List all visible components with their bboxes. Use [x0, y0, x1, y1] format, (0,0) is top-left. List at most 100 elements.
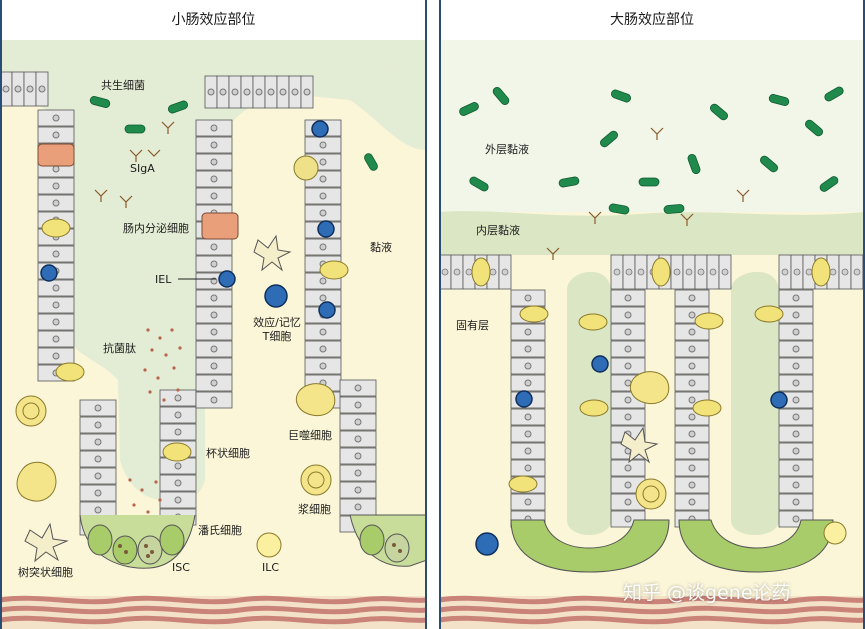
cell-nucleus — [792, 396, 800, 404]
label-paneth: 潘氏细胞 — [198, 524, 242, 537]
large-intestine-panel: 大肠效应部位 — [439, 0, 865, 629]
cell-nucleus — [210, 362, 218, 370]
crypt-walls — [510, 289, 814, 528]
cell-nucleus — [52, 301, 60, 309]
cell-nucleus — [52, 199, 60, 207]
cell-nucleus — [792, 413, 800, 421]
muscle-layer — [0, 595, 427, 629]
cell-nucleus — [624, 515, 632, 523]
cell-nucleus — [524, 345, 532, 353]
cell-nucleus — [210, 294, 218, 302]
cell-nucleus — [688, 362, 696, 370]
cell-nucleus — [52, 352, 60, 360]
cell-nucleus — [14, 85, 22, 93]
cell-nucleus — [673, 268, 681, 276]
inner-mucus-layer — [439, 211, 865, 255]
cell-nucleus — [267, 88, 275, 96]
label-effector-memory: 效应/记忆 — [253, 316, 301, 329]
cell-nucleus — [52, 318, 60, 326]
cell-nucleus — [688, 413, 696, 421]
small-intestine-title: 小肠效应部位 — [0, 0, 427, 41]
label-mucus: 黏液 — [370, 241, 392, 254]
crypt-base-right — [349, 514, 427, 567]
label-iel: IEL — [155, 273, 172, 286]
stem-cell — [87, 524, 113, 556]
cell-nucleus — [174, 462, 182, 470]
cell-nucleus — [441, 268, 449, 276]
watermark: 知乎 @谈gene论药 — [623, 582, 791, 604]
cell-nucleus — [174, 411, 182, 419]
siga-antibodies — [546, 127, 750, 260]
cell-nucleus — [52, 165, 60, 173]
cell-nucleus — [219, 88, 227, 96]
large-intestine-diagram — [439, 40, 865, 629]
cell-nucleus — [52, 114, 60, 122]
label-lamina-propria: 固有层 — [456, 319, 489, 332]
cell-nucleus — [465, 268, 473, 276]
cell-nucleus — [721, 268, 729, 276]
cell-nucleus — [688, 294, 696, 302]
cell-nucleus — [94, 404, 102, 412]
label-macrophage: 巨噬细胞 — [288, 429, 332, 442]
cell-nucleus — [792, 362, 800, 370]
cell-nucleus — [210, 379, 218, 387]
stem-cell — [159, 524, 185, 556]
small-intestine-panel: 小肠效应部位 — [0, 0, 427, 629]
lumen-top-mucus — [0, 40, 427, 74]
cell-nucleus — [210, 396, 218, 404]
cell-nucleus — [354, 435, 362, 443]
enteroendocrine-cell — [37, 143, 75, 167]
cell-nucleus — [697, 268, 705, 276]
cell-nucleus — [637, 268, 645, 276]
cell-nucleus — [291, 88, 299, 96]
macrophage — [16, 461, 57, 502]
cell-nucleus — [688, 481, 696, 489]
commensal-bacteria — [89, 96, 378, 171]
cell-nucleus — [624, 464, 632, 472]
cell-nucleus — [319, 294, 327, 302]
siga-antibodies — [94, 121, 175, 208]
paneth-cell — [137, 535, 163, 565]
iel-t-cells — [40, 120, 336, 319]
label-isc: ISC — [172, 561, 190, 574]
cell-nucleus — [792, 379, 800, 387]
cell-nucleus — [243, 88, 251, 96]
cell-nucleus — [354, 418, 362, 426]
cell-nucleus — [94, 421, 102, 429]
crypt-base-left — [79, 514, 196, 569]
cell-nucleus — [52, 131, 60, 139]
enteroendocrine-cell — [201, 212, 239, 240]
cell-nucleus — [210, 243, 218, 251]
cell-nucleus — [688, 430, 696, 438]
villus-mucus — [0, 67, 427, 502]
cell-nucleus — [319, 158, 327, 166]
cell-nucleus — [210, 311, 218, 319]
cell-nucleus — [174, 496, 182, 504]
cell-nucleus — [624, 362, 632, 370]
cell-nucleus — [210, 328, 218, 336]
cell-nucleus — [319, 328, 327, 336]
cell-nucleus — [94, 506, 102, 514]
cell-nucleus — [524, 294, 532, 302]
cell-nucleus — [94, 472, 102, 480]
cell-nucleus — [303, 88, 311, 96]
cell-nucleus — [524, 413, 532, 421]
cell-nucleus — [688, 345, 696, 353]
cell-nucleus — [781, 268, 789, 276]
cell-nucleus — [524, 464, 532, 472]
dendritic-cell — [24, 522, 69, 563]
ilc — [256, 532, 282, 558]
commensal-bacteria — [459, 86, 844, 215]
cell-nucleus — [210, 158, 218, 166]
cell-nucleus — [624, 294, 632, 302]
cell-nucleus — [792, 481, 800, 489]
cell-nucleus — [26, 85, 34, 93]
cell-nucleus — [792, 430, 800, 438]
label-outer-mucus: 外层黏液 — [485, 143, 529, 156]
cell-nucleus — [354, 469, 362, 477]
cell-nucleus — [52, 284, 60, 292]
cell-nucleus — [174, 479, 182, 487]
cell-nucleus — [524, 498, 532, 506]
cell-nucleus — [319, 362, 327, 370]
cell-nucleus — [792, 464, 800, 472]
